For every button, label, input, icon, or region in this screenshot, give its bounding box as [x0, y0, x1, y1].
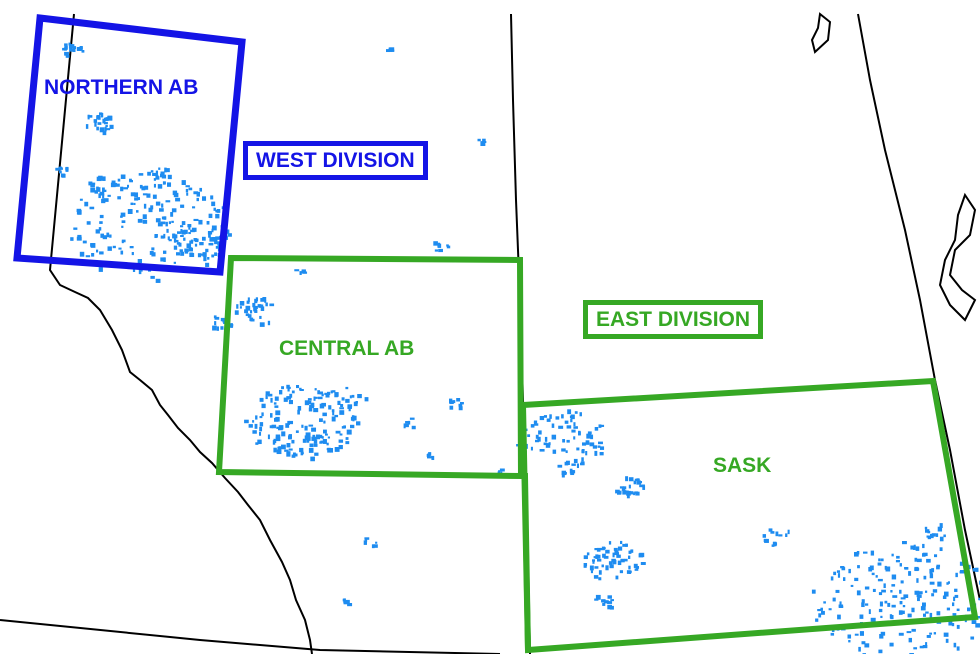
central-ab-label: CENTRAL AB [279, 337, 415, 360]
sask-label: SASK [713, 454, 772, 477]
sask-box [519, 377, 979, 654]
province-boundaries [0, 12, 980, 654]
lake-outline [810, 12, 832, 54]
west-division-label: WEST DIVISION [243, 141, 428, 180]
us-border [0, 619, 501, 654]
bc-alberta-border [48, 13, 313, 654]
lake-outline-east [938, 192, 977, 322]
sask-manitoba-border [857, 13, 980, 601]
central-sask-connector [520, 473, 531, 651]
well-points [55, 42, 980, 654]
central-ab-box [215, 254, 525, 480]
east-division-label: EAST DIVISION [583, 300, 764, 339]
northern-ab-box [13, 14, 246, 276]
northern-ab-label: NORTHERN AB [44, 76, 199, 99]
